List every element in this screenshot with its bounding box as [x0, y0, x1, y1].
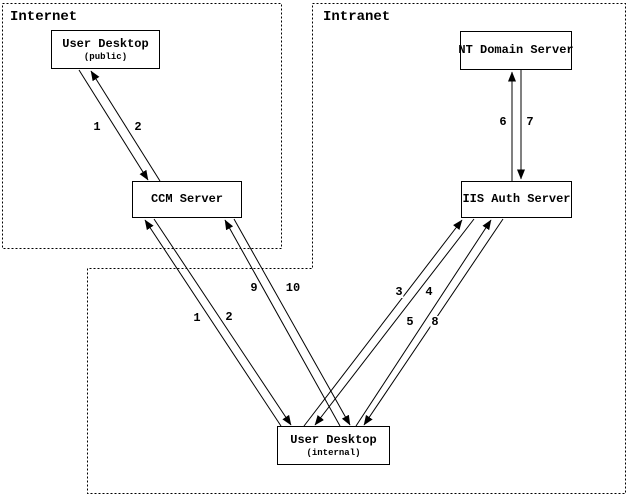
node-title: IIS Auth Server — [462, 192, 571, 206]
arrow-step3-internal-desktop-to-iis — [303, 219, 463, 427]
arrow-label-step5: 5 — [405, 315, 415, 329]
node-user-desktop-public: User Desktop (public) — [51, 30, 160, 69]
arrow-step1-public-desktop-to-ccm — [78, 69, 149, 181]
node-title: User Desktop — [62, 36, 149, 51]
arrow-label-step1-public: 1 — [92, 120, 102, 134]
zone-intranet-outline — [87, 3, 626, 494]
arrow-step10-ccm-to-internal-desktop — [233, 218, 351, 426]
node-title: CCM Server — [150, 192, 223, 206]
node-subtitle: (internal) — [306, 447, 361, 458]
arrow-label-step8: 8 — [430, 315, 440, 329]
arrow-label-step9: 9 — [249, 281, 259, 295]
arrow-label-step6: 6 — [498, 115, 508, 129]
arrow-step2-ccm-to-public-desktop — [90, 70, 161, 182]
node-ccm-server: CCM Server — [132, 181, 242, 218]
arrow-step5-internal-desktop-to-iis — [355, 219, 492, 427]
arrow-label-step3: 3 — [394, 285, 404, 299]
node-nt-domain-server: NT Domain Server — [458, 31, 574, 70]
zone-label-intranet: Intranet — [323, 9, 391, 25]
arrow-step4-iis-to-internal-desktop — [314, 218, 475, 426]
node-subtitle: (public) — [83, 51, 128, 62]
node-title: NT Domain Server — [458, 43, 574, 57]
zone-internet-outline — [2, 3, 282, 249]
arrow-step1-internal-desktop-to-ccm — [144, 219, 282, 427]
arrow-label-step2-internal: 2 — [224, 310, 234, 324]
arrow-step9-internal-desktop-to-ccm — [224, 219, 341, 427]
zone-label-internet: Internet — [10, 9, 78, 25]
arrow-label-step7: 7 — [525, 115, 535, 129]
arrow-label-step4: 4 — [424, 285, 434, 299]
node-title: User Desktop — [290, 432, 377, 447]
arrow-label-step2-public: 2 — [133, 120, 143, 134]
arrow-step2-ccm-to-internal-desktop — [153, 218, 292, 426]
arrow-label-step1-internal: 1 — [192, 311, 202, 325]
node-user-desktop-internal: User Desktop (internal) — [277, 426, 390, 465]
node-iis-auth-server: IIS Auth Server — [461, 181, 572, 218]
arrow-label-step10: 10 — [284, 281, 302, 295]
